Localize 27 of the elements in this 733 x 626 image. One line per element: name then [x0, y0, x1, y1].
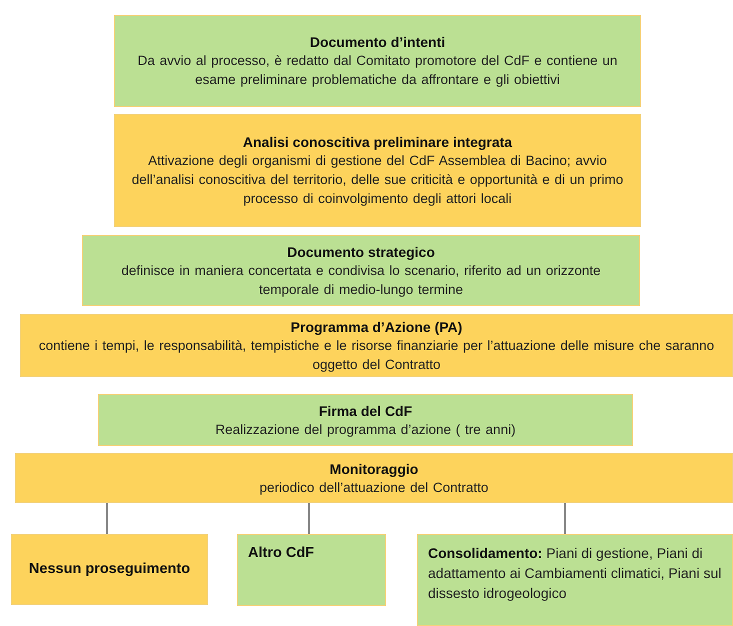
connector-line — [564, 503, 566, 534]
step-box — [114, 15, 641, 107]
step-box — [15, 453, 733, 503]
step-description: definisce in maniera concertata e condivisa lo scenario, riferito ad un orizzonte temporale di medio-lungo termine — [120, 262, 602, 298]
step-description: periodico dell’attuazione del Contratto — [260, 478, 488, 496]
step-description: contiene i tempi, le responsabilità, tempistiche e le risorse finanziarie per l’attuazione delle misure che saranno oggetto del Contratto — [38, 336, 716, 374]
connector-line — [106, 503, 108, 534]
step-title: Programma d’Azione (PA) — [290, 318, 462, 336]
outcome-box — [417, 534, 733, 626]
step-description: Da avvio al processo, è redatto dal Comitato promotore del CdF e contiene un esame preliminare problematiche da affrontare e gli obiettivi — [136, 52, 618, 89]
step-box — [20, 314, 733, 377]
outcome-label: Nessun proseguimento — [28, 560, 190, 579]
step-description: Attivazione degli organismi di gestione del CdF Assemblea di Bacino; avvio dell’analisi conoscitiva del territorio, delle sue criticità e opportunità e di un primo processo di coinvolgimento degli attori locali — [130, 152, 624, 208]
step-title: Firma del CdF — [318, 402, 412, 420]
step-title: Documento d’intenti — [310, 33, 446, 51]
step-box — [114, 114, 641, 227]
step-title: Analisi conoscitiva preliminare integrata — [242, 133, 512, 151]
outcome-box — [11, 534, 208, 605]
outcome-label: Altro CdF — [248, 544, 314, 563]
step-box — [98, 394, 633, 446]
step-box — [82, 235, 640, 306]
connector-line — [308, 503, 310, 534]
outcome-description: Consolidamento: Piani di gestione, Piani di adattamento ai Cambiamenti climatici, Piani sul dissesto idrogeologico — [428, 544, 722, 603]
outcome-box — [237, 534, 386, 606]
step-description: Realizzazione del programma d’azione ( tre anni) — [215, 420, 516, 438]
step-title: Monitoraggio — [330, 460, 418, 478]
step-title: Documento strategico — [287, 242, 435, 260]
